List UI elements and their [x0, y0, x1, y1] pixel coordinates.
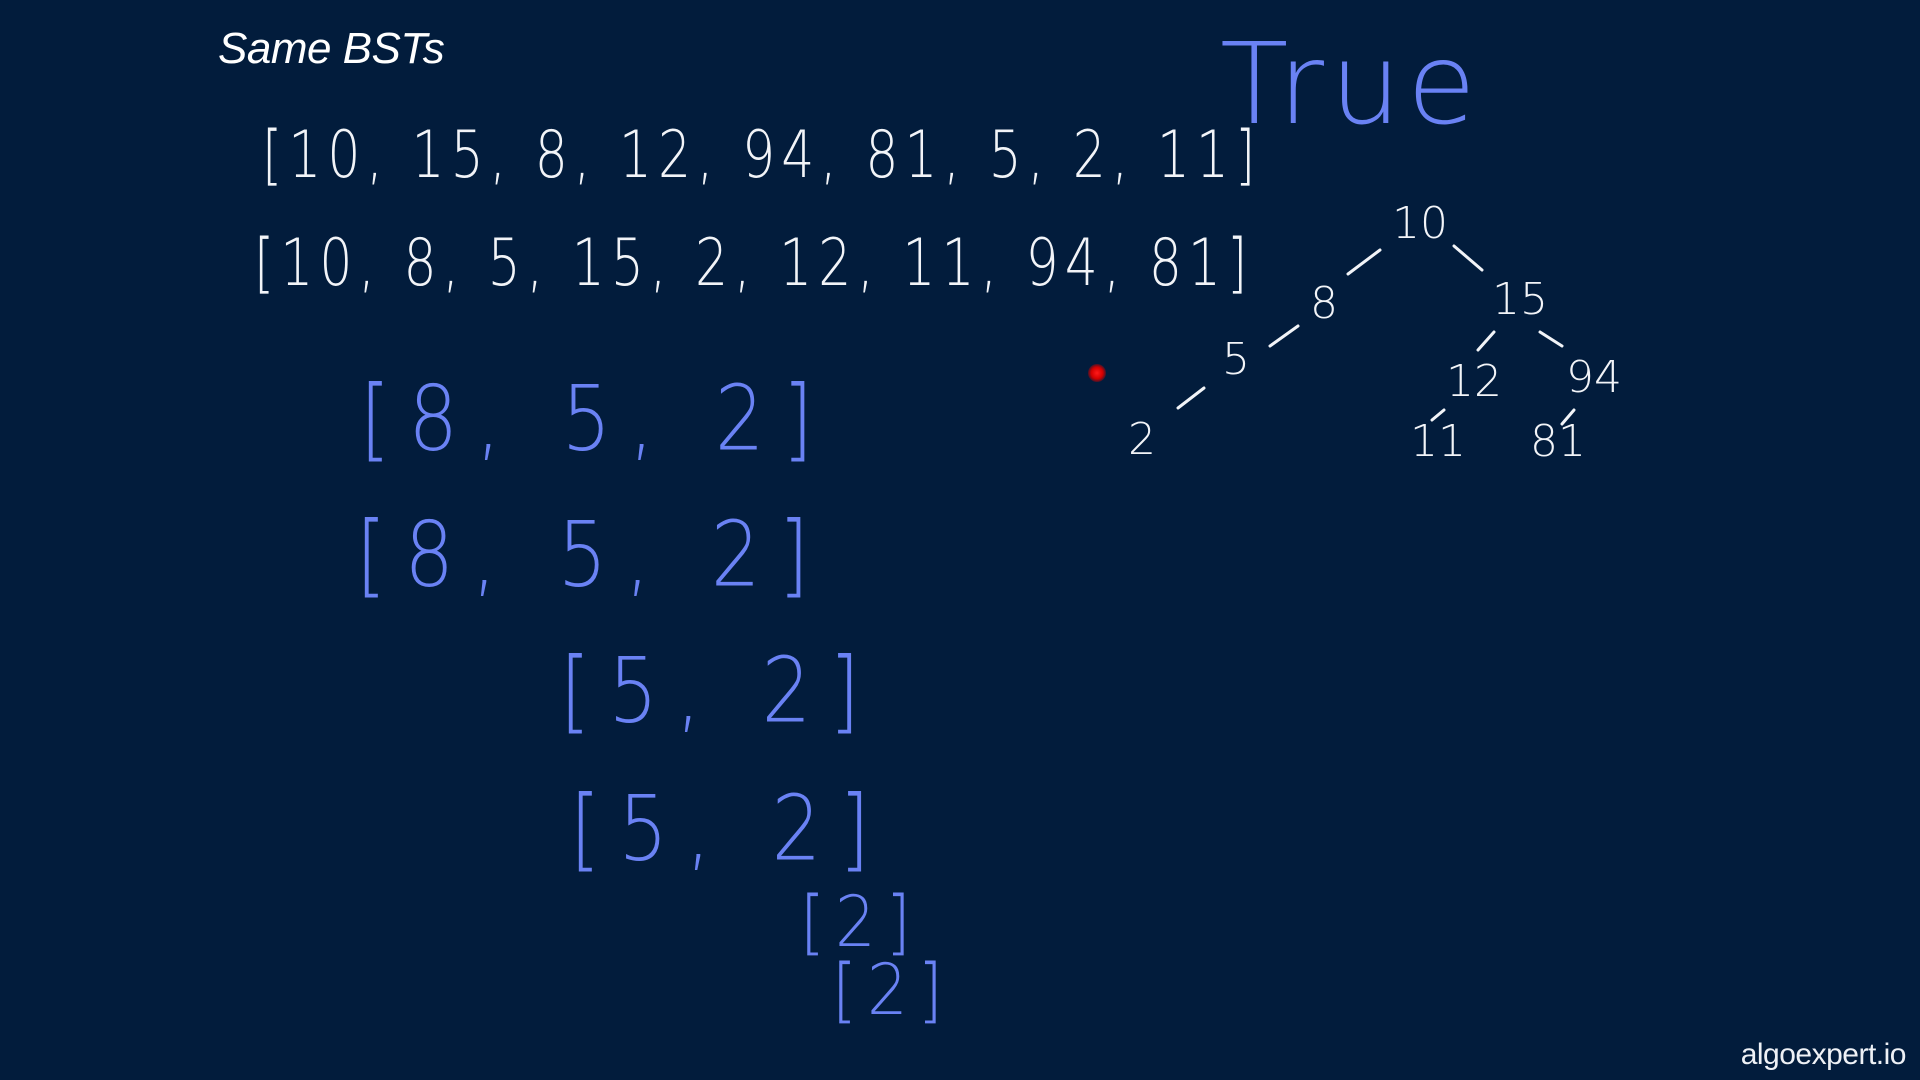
recursion-step-4: [5, 2] — [570, 778, 888, 882]
edge-15-12 — [1476, 330, 1496, 352]
laser-pointer-dot — [1088, 364, 1106, 382]
node-11: 11 — [1410, 416, 1466, 467]
edge-94-81 — [1560, 408, 1576, 426]
edge-5-2 — [1176, 386, 1206, 410]
watermark-logo: algoexpert.io — [1740, 1038, 1907, 1071]
tree-edges — [1176, 244, 1576, 426]
node-5: 5 — [1222, 334, 1250, 385]
array-one: [10, 15, 8, 12, 94, 81, 5, 2, 11] — [262, 118, 1262, 193]
node-8: 8 — [1310, 278, 1338, 329]
node-81: 81 — [1530, 416, 1586, 467]
slide-title: Same BSTs — [218, 24, 445, 73]
edge-10-15 — [1452, 244, 1484, 272]
recursion-step-5: [2] — [800, 882, 921, 964]
recursion-step-1: [8, 5, 2] — [360, 368, 831, 472]
node-15: 15 — [1492, 274, 1548, 325]
recursion-step-2: [8, 5, 2] — [356, 504, 827, 608]
recursion-step-6: [2] — [832, 950, 953, 1032]
result-true: True — [1220, 20, 1482, 150]
node-2: 2 — [1128, 414, 1156, 465]
node-12: 12 — [1446, 356, 1502, 407]
node-94: 94 — [1566, 352, 1622, 403]
node-10: 10 — [1392, 198, 1448, 249]
recursion-step-3: [5, 2] — [560, 640, 878, 744]
edge-10-8 — [1346, 248, 1382, 276]
edge-8-5 — [1268, 324, 1300, 348]
edge-12-11 — [1430, 408, 1446, 422]
edge-15-94 — [1538, 330, 1564, 348]
array-two: [10, 8, 5, 15, 2, 12, 11, 94, 81] — [254, 226, 1254, 301]
